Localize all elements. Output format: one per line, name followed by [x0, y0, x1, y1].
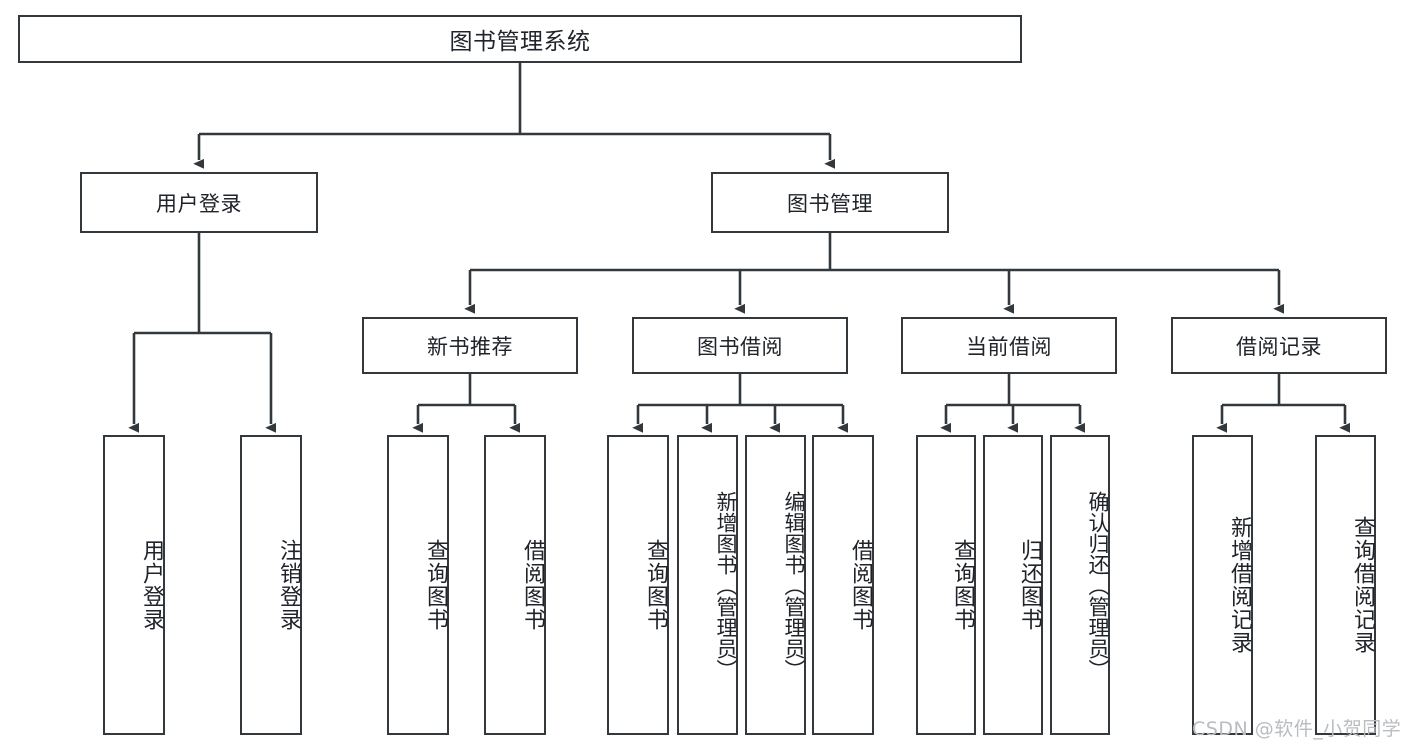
- node-root[interactable]: 图书管理系统: [18, 15, 1022, 63]
- watermark-label: CSDN @软件_小贺同学: [1192, 718, 1402, 740]
- node-leaf-confirm-return[interactable]: 确认归还（管理员）: [1050, 435, 1110, 735]
- node-leaf-query-record[interactable]: 查询借阅记录: [1315, 435, 1376, 735]
- node-leaf-add-book[interactable]: 新增图书（管理员）: [677, 435, 738, 735]
- node-leaf-user-login[interactable]: 用户登录: [103, 435, 165, 735]
- node-leaf-edit-book[interactable]: 编辑图书（管理员）: [745, 435, 806, 735]
- node-leaf-logout[interactable]: 注销登录: [240, 435, 302, 735]
- node-current-borrow[interactable]: 当前借阅: [901, 317, 1117, 374]
- node-leaf-return-book[interactable]: 归还图书: [983, 435, 1043, 735]
- node-user-login[interactable]: 用户登录: [80, 172, 318, 233]
- node-leaf-query-book-2[interactable]: 查询图书: [607, 435, 669, 735]
- node-leaf-borrow-book-1[interactable]: 借阅图书: [484, 435, 546, 735]
- node-leaf-add-record[interactable]: 新增借阅记录: [1192, 435, 1253, 735]
- node-new-book-rec[interactable]: 新书推荐: [362, 317, 578, 374]
- node-borrow-record[interactable]: 借阅记录: [1171, 317, 1387, 374]
- node-book-manage[interactable]: 图书管理: [711, 172, 949, 233]
- node-leaf-query-book-1[interactable]: 查询图书: [387, 435, 449, 735]
- node-leaf-borrow-book-2[interactable]: 借阅图书: [812, 435, 874, 735]
- node-leaf-query-book-3[interactable]: 查询图书: [916, 435, 976, 735]
- node-book-borrow[interactable]: 图书借阅: [632, 317, 848, 374]
